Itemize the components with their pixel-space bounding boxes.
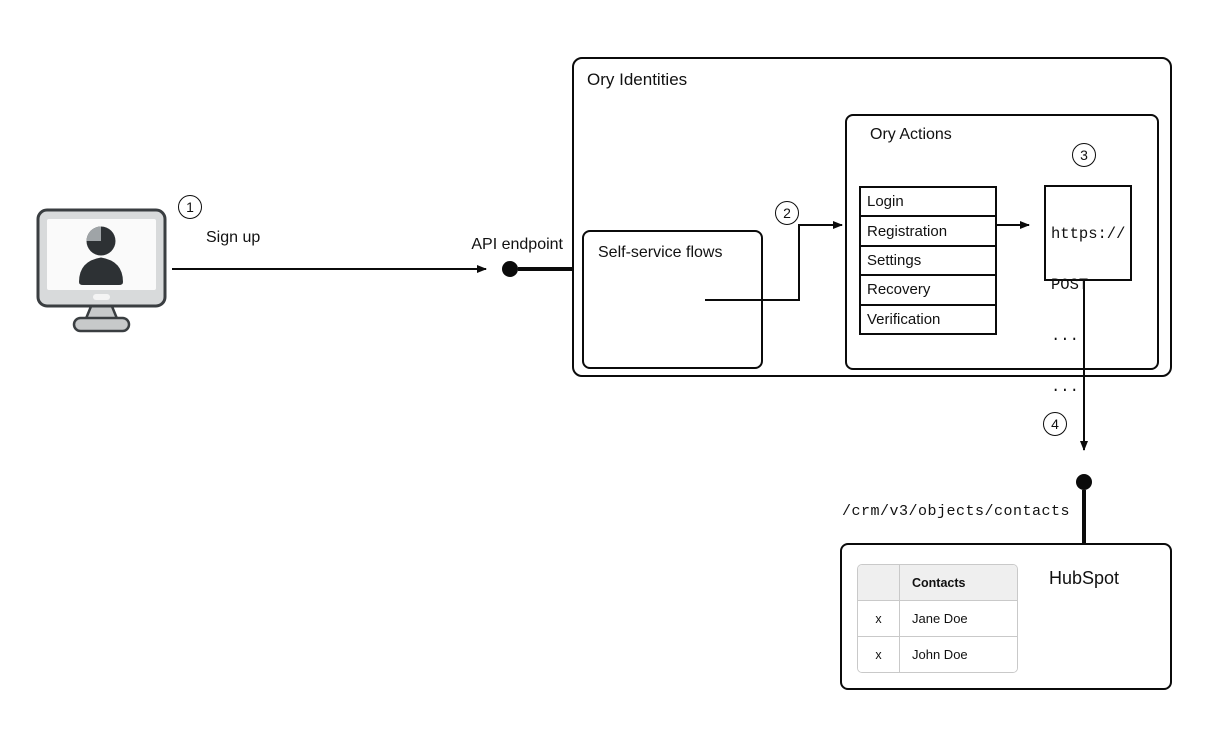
user-computer-icon [36,208,167,333]
crm-api-path-label: /crm/v3/objects/contacts [841,503,1070,520]
contact-marker: x [858,637,900,672]
flow-item-login: Login [867,193,904,211]
contacts-table-row: x Jane Doe [858,600,1017,636]
api-endpoint-label: API endpoint [471,236,563,253]
self-service-flows-box: Self-service flows [582,230,763,369]
code-line: https:// [1051,225,1126,243]
flow-type-list: Login Registration Settings Recovery Ver… [859,186,997,335]
contact-name: Jane Doe [912,611,968,626]
flow-item-settings: Settings [861,244,995,274]
flow-item-verification: Verification [861,303,995,333]
code-line: POST [1051,276,1089,294]
code-line: ... [1051,327,1079,345]
step-1-number: 1 [186,199,194,215]
contact-name: John Doe [912,647,968,662]
hubspot-title: HubSpot [1049,568,1120,588]
flow-item-registration: Registration [861,215,995,244]
ory-actions-box: Ory Actions Login Registration Settings … [845,114,1159,396]
contact-marker: x [858,601,900,636]
step-3-badge: 3 [1072,143,1096,167]
contacts-table: Contacts x Jane Doe x John Doe [857,564,1018,673]
contacts-table-header-blank [858,565,900,600]
api-endpoint-node-dot [502,261,518,277]
ory-actions-title: Ory Actions [870,126,952,143]
hubspot-endpoint-node-dot [1076,474,1092,490]
ory-identities-title: Ory Identities [587,70,688,89]
user-silhouette-icon [79,226,123,285]
step-2-badge: 2 [775,201,799,225]
code-line: ... [1051,378,1079,396]
step-4-number: 4 [1051,416,1059,432]
contacts-table-header-label: Contacts [912,575,966,590]
ory-identities-box: Ory Identities Self-service flows Ory Ac… [572,57,1172,396]
webhook-request-box: https:// POST ... ... [1044,185,1132,396]
self-service-flows-title: Self-service flows [598,244,723,261]
hubspot-box: HubSpot Contacts x Jane Doe x John Doe [840,543,1172,690]
flow-to-registration-arrow [705,221,843,301]
flow-item-recovery: Recovery [861,274,995,303]
signup-label: Sign up [206,229,261,246]
step-2-number: 2 [783,205,791,221]
step-4-badge: 4 [1043,412,1067,436]
contacts-table-header-row: Contacts [858,565,1017,600]
step-3-number: 3 [1080,147,1088,163]
step-1-badge: 1 [178,195,202,219]
contacts-table-row: x John Doe [858,636,1017,672]
